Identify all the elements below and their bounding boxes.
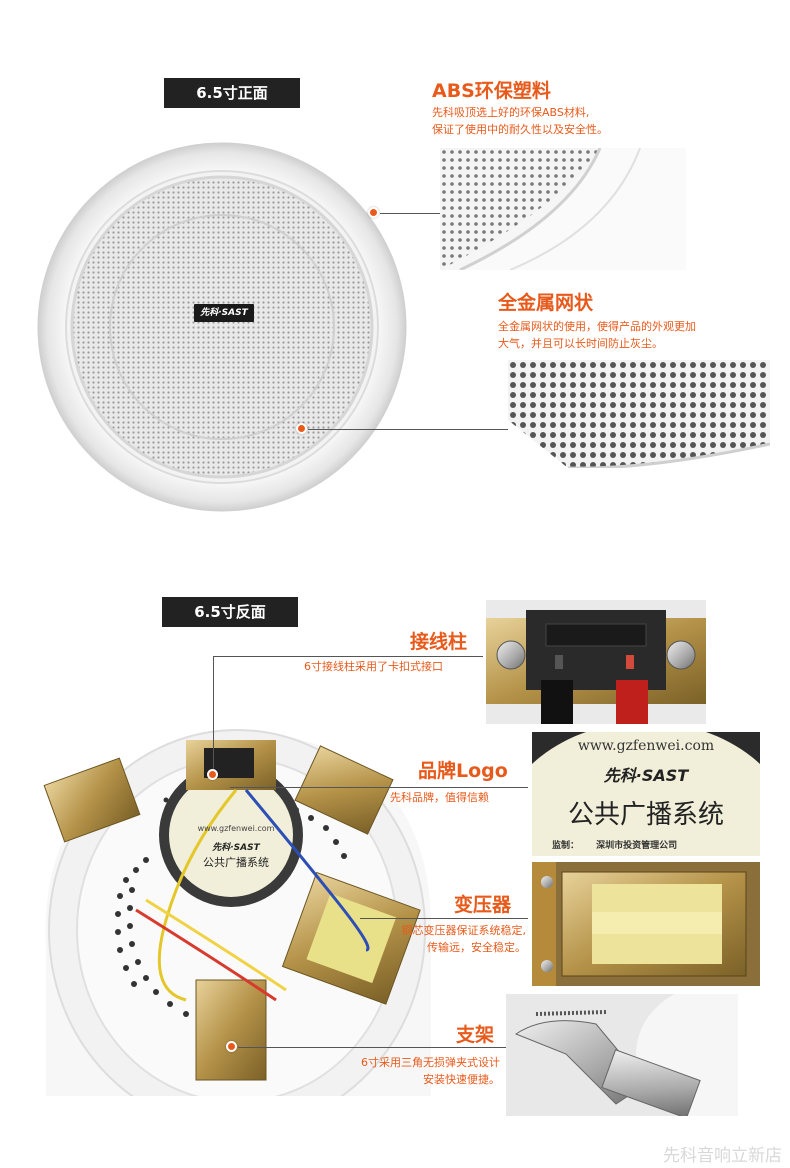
callout-dot-mesh (296, 423, 307, 434)
feature-title-bracket: 支架 (456, 1024, 495, 1046)
logo-closeup-image: www.gzfenwei.com 先科·SAST 公共广播系统 监制： 深圳市投… (532, 732, 760, 856)
feature-desc-transformer: 铜芯变压器保证系统稳定, 传输远，安全稳定。 (401, 924, 527, 954)
feature-desc-logo: 先科品牌，值得信赖 (390, 791, 489, 804)
back-label: 6.5寸反面 (162, 597, 298, 627)
feature-title-logo: 品牌Logo (418, 760, 508, 782)
feature-desc-abs: 先科吸顶选上好的环保ABS材料, 保证了使用中的耐久性以及安全性。 (432, 106, 608, 136)
callout-dot-bracket (226, 1041, 237, 1052)
logo-brand: 先科·SAST (603, 766, 689, 785)
terminal-closeup-image (486, 600, 706, 724)
feature-desc-terminal: 6寸接线柱采用了卡扣式接口 (304, 660, 443, 673)
mesh-closeup-image (508, 360, 770, 468)
back-magnet-url: www.gzfenwei.com (197, 824, 275, 833)
logo-url: www.gzfenwei.com (577, 738, 715, 754)
callout-line-mesh (308, 429, 532, 430)
callout-vline-terminal (213, 656, 214, 774)
feature-title-abs: ABS环保塑料 (432, 80, 551, 102)
back-speaker-image: www.gzfenwei.com 先科·SAST 公共广播系统 (36, 700, 438, 1096)
feature-title-mesh: 全金属网状 (498, 292, 594, 314)
feature-desc-bracket: 6寸采用三角无损弹夹式设计 安装快速便捷。 (361, 1056, 500, 1086)
callout-line-terminal (213, 656, 483, 657)
logo-supervise: 监制： 深圳市投资管理公司 (552, 841, 678, 851)
callout-line-bracket (238, 1047, 506, 1048)
callout-line-transformer (360, 918, 528, 919)
front-label: 6.5寸正面 (164, 78, 300, 108)
back-magnet-brand: 先科·SAST (212, 843, 260, 853)
callout-line-abs (380, 213, 440, 214)
front-speaker-image: 先科·SAST (36, 140, 408, 514)
abs-closeup-image (440, 148, 686, 270)
watermark: 先科音响立新店 (663, 1146, 782, 1166)
back-magnet-product: 公共广播系统 (203, 856, 269, 869)
feature-title-terminal: 接线柱 (410, 631, 468, 653)
callout-dot-terminal (207, 769, 218, 780)
callout-dot-abs (368, 207, 379, 218)
transformer-closeup-image (532, 862, 760, 986)
front-brand-badge: 先科·SAST (200, 308, 248, 318)
callout-line-logo (230, 787, 528, 788)
feature-title-transformer: 变压器 (454, 894, 512, 916)
feature-desc-mesh: 全金属网状的使用，使得产品的外观更加 大气，并且可以长时间防止灰尘。 (498, 320, 696, 350)
logo-product: 公共广播系统 (567, 800, 724, 830)
bracket-closeup-image (506, 994, 738, 1116)
